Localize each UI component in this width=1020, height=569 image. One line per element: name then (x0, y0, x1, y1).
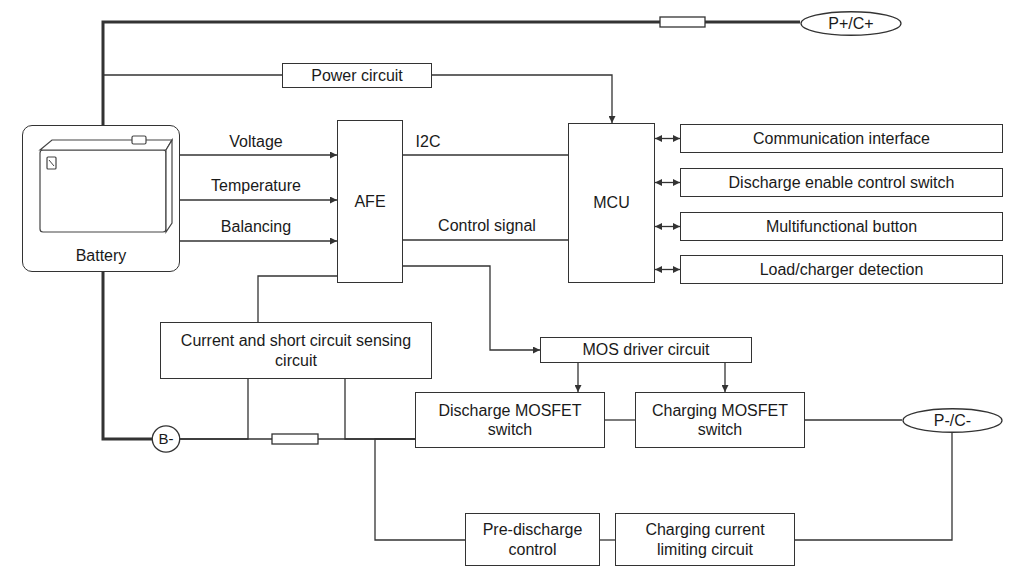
node-label: P+/C+ (828, 14, 873, 33)
peripheral-box: Multifunctional button (680, 212, 1003, 241)
connector-line (403, 239, 568, 240)
node-label: Power circuit (311, 66, 403, 85)
battery-illustration (40, 136, 172, 232)
node-label: P-/C- (934, 411, 971, 430)
node-label: Load/charger detection (760, 260, 924, 279)
fuse-symbol (272, 434, 318, 444)
terminal-ellipse: P+/C+ (800, 11, 902, 36)
node-label: Discharge MOSFET switch (424, 401, 596, 439)
connector-line (103, 75, 282, 125)
terminal-outline (152, 426, 179, 452)
signal-label: Temperature (209, 177, 303, 195)
node-label: Multifunctional button (766, 217, 917, 236)
peripheral-box: Discharge enable control switch (680, 168, 1003, 197)
connector-line (432, 75, 612, 123)
node-label: MOS driver circuit (582, 340, 709, 359)
node-label: MCU (593, 193, 629, 212)
connector-line (655, 269, 680, 270)
terminal-ellipse: P-/C- (902, 408, 1003, 433)
circuit-box: MOS driver circuit (540, 337, 752, 363)
connector-line (655, 182, 680, 183)
connector-line (403, 154, 568, 155)
connector-line (605, 419, 635, 420)
node-label: Charging current limiting circuit (624, 520, 786, 558)
connector-line (103, 22, 800, 125)
connector-line (795, 433, 952, 540)
connector-line (577, 363, 578, 392)
peripheral-box: Load/charger detection (680, 255, 1003, 284)
connector-line (258, 276, 337, 322)
node-label: Communication interface (753, 129, 930, 148)
node-label: Charging MOSFET switch (644, 401, 796, 439)
node-label: B- (159, 430, 174, 448)
connector-line (345, 379, 415, 439)
signal-label: Voltage (227, 133, 284, 151)
node-label: Discharge enable control switch (729, 173, 955, 192)
circuit-box: Pre-discharge control (465, 513, 600, 566)
battery-box: Battery (22, 125, 180, 272)
fuse-symbol (660, 17, 705, 27)
connector-line (724, 363, 725, 392)
terminal-outline (903, 409, 1002, 433)
terminal-outline (801, 12, 901, 36)
circuit-box: Current and short circuit sensing circui… (160, 322, 432, 379)
connector-line (180, 199, 337, 200)
connector-line (103, 272, 152, 439)
connector-line (375, 439, 465, 540)
switch-box: Discharge MOSFET switch (415, 392, 605, 448)
node-label: Pre-discharge control (474, 520, 591, 558)
connector-line (180, 154, 337, 155)
signal-label: I2C (414, 133, 443, 151)
connector-line (180, 379, 248, 439)
chip-box: MCU (568, 123, 655, 283)
node-label: AFE (354, 192, 385, 211)
node-label: Battery (76, 246, 127, 265)
connector-line (655, 226, 680, 227)
connector-line (180, 240, 337, 241)
connector-line (805, 419, 902, 420)
circuit-box: Power circuit (282, 63, 432, 88)
connector-line (600, 539, 615, 540)
signal-label: Control signal (436, 217, 538, 235)
peripheral-box: Communication interface (680, 124, 1003, 153)
terminal-circle: B- (152, 425, 180, 453)
connector-line (655, 138, 680, 139)
switch-box: Charging MOSFET switch (635, 392, 805, 448)
node-label: Current and short circuit sensing circui… (169, 331, 423, 369)
signal-label: Balancing (219, 218, 293, 236)
chip-box: AFE (337, 120, 403, 283)
circuit-box: Charging current limiting circuit (615, 513, 795, 566)
